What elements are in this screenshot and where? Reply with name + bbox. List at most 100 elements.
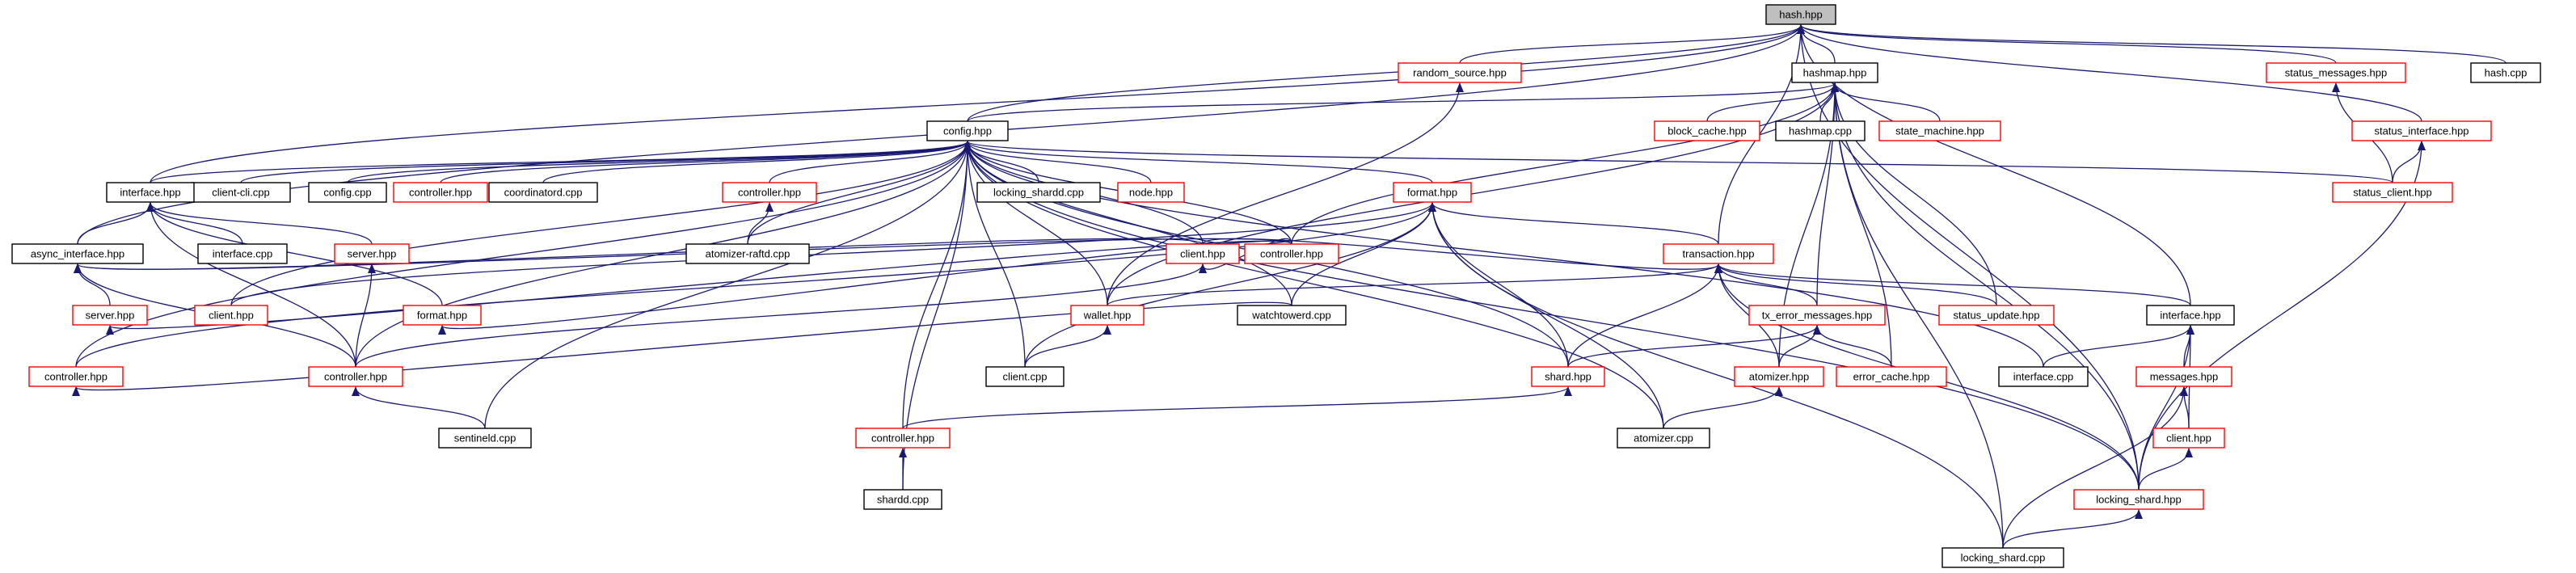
node-controller-hpp-5[interactable]: controller.hpp <box>308 366 403 387</box>
node-atomizer-hpp[interactable]: atomizer.hpp <box>1734 366 1824 387</box>
node-label: shard.hpp <box>1545 370 1592 382</box>
edge-interface-hpp-2-to-transaction-hpp <box>1714 263 2191 306</box>
edge-error-cache-hpp-to-tx-error-messages-hpp <box>1813 325 1892 368</box>
edge-watchtowerd-cpp-to-controller-hpp-4 <box>72 301 1292 397</box>
node-locking-shard-hpp[interactable]: locking_shard.hpp <box>2073 489 2204 510</box>
node-controller-hpp-6[interactable]: controller.hpp <box>855 428 951 449</box>
node-label: wallet.hpp <box>1083 309 1132 321</box>
node-transaction-hpp[interactable]: transaction.hpp <box>1663 243 1774 264</box>
edge-client-cpp-to-config-hpp <box>963 141 1026 368</box>
edge-coordinatord-cpp-to-config-hpp <box>542 141 972 183</box>
node-status-messages-hpp[interactable]: status_messages.hpp <box>2266 62 2406 83</box>
node-box <box>1748 305 1886 326</box>
node-box <box>1775 120 1866 141</box>
node-label: state_machine.hpp <box>1895 124 1984 137</box>
node-wallet-hpp[interactable]: wallet.hpp <box>1070 305 1145 326</box>
node-box <box>403 305 482 326</box>
node-controller-hpp-3[interactable]: controller.hpp <box>1244 243 1339 264</box>
edge-controller-hpp-3-to-async-interface-hpp <box>74 238 1292 274</box>
node-random-source-hpp[interactable]: random_source.hpp <box>1398 62 1522 83</box>
edge-controller-hpp-3-to-server-hpp-2 <box>106 240 1292 335</box>
node-label: locking_shard.cpp <box>1961 551 2046 563</box>
node-controller-hpp-4[interactable]: controller.hpp <box>28 366 124 387</box>
node-server-hpp-1[interactable]: server.hpp <box>334 243 410 264</box>
node-client-hpp-1[interactable]: client.hpp <box>1166 243 1240 264</box>
node-locking-shardd-cpp[interactable]: locking_shardd.cpp <box>976 182 1101 203</box>
node-format-hpp-1[interactable]: format.hpp <box>1393 182 1472 203</box>
node-label: async_interface.hpp <box>31 247 124 259</box>
node-interface-cpp-1[interactable]: interface.cpp <box>197 243 288 264</box>
edge-wallet-hpp-to-transaction-hpp <box>1107 263 1722 306</box>
node-server-hpp-2[interactable]: server.hpp <box>72 305 148 326</box>
edge-sentineld-cpp-to-controller-hpp-5 <box>352 386 486 429</box>
node-label: format.hpp <box>417 309 467 321</box>
node-label: shardd.cpp <box>877 493 929 505</box>
node-async-interface-hpp[interactable]: async_interface.hpp <box>11 243 144 264</box>
edge-atomizer-raftd-cpp-to-controller-hpp-2 <box>747 202 774 245</box>
node-error-cache-hpp[interactable]: error_cache.hpp <box>1836 366 1947 387</box>
node-shard-hpp[interactable]: shard.hpp <box>1531 366 1605 387</box>
node-box <box>1791 62 1878 83</box>
edge-config-cpp-to-config-hpp <box>347 141 972 183</box>
edge-config-hpp-to-hashmap-hpp <box>967 82 1839 122</box>
node-state-machine-hpp[interactable]: state_machine.hpp <box>1878 120 2001 141</box>
node-box <box>863 489 942 510</box>
edge-hash-cpp-to-hash-hpp <box>1797 24 2506 64</box>
node-label: atomizer.cpp <box>1634 432 1693 444</box>
edge-atomizer-cpp-to-format-hpp-1 <box>1428 202 1664 429</box>
node-hashmap-cpp[interactable]: hashmap.cpp <box>1775 120 1866 141</box>
node-watchtowerd-cpp[interactable]: watchtowerd.cpp <box>1237 305 1347 326</box>
node-node-hpp[interactable]: node.hpp <box>1117 182 1185 203</box>
node-block-cache-hpp[interactable]: block_cache.hpp <box>1654 120 1760 141</box>
node-interface-hpp-2[interactable]: interface.hpp <box>2146 305 2235 326</box>
node-atomizer-cpp[interactable]: atomizer.cpp <box>1617 428 1710 449</box>
node-client-hpp-3[interactable]: client.hpp <box>2152 428 2225 449</box>
node-interface-hpp-1[interactable]: interface.hpp <box>106 182 195 203</box>
edge-messages-hpp-to-interface-hpp-2 <box>2183 325 2194 368</box>
node-config-hpp[interactable]: config.hpp <box>926 120 1009 141</box>
node-box <box>191 182 291 203</box>
node-status-client-hpp[interactable]: status_client.hpp <box>2332 182 2453 203</box>
edge-layer <box>72 24 2506 549</box>
node-format-hpp-2[interactable]: format.hpp <box>403 305 482 326</box>
node-label: status_update.hpp <box>1954 309 2040 321</box>
edge-client-hpp-2-to-config-hpp <box>230 141 972 306</box>
node-hash-cpp[interactable]: hash.cpp <box>2470 62 2541 83</box>
node-shardd-cpp[interactable]: shardd.cpp <box>863 489 942 510</box>
node-box <box>488 182 598 203</box>
edge-locking-shard-cpp-to-locking-shard-hpp <box>2002 509 2143 549</box>
node-config-cpp[interactable]: config.cpp <box>308 182 387 203</box>
node-atomizer-raftd-cpp[interactable]: atomizer-raftd.cpp <box>685 243 810 264</box>
node-client-cpp[interactable]: client.cpp <box>985 366 1065 387</box>
node-sentineld-cpp[interactable]: sentineld.cpp <box>438 428 532 449</box>
node-box <box>2146 305 2235 326</box>
edge-state-machine-hpp-to-hashmap-hpp <box>1831 82 1941 122</box>
node-box <box>438 428 532 449</box>
node-hashmap-hpp[interactable]: hashmap.hpp <box>1791 62 1878 83</box>
edge-controller-hpp-5-to-interface-hpp-1 <box>146 202 356 368</box>
node-client-cli-cpp[interactable]: client-cli.cpp <box>191 182 291 203</box>
node-hash-hpp[interactable]: hash.hpp <box>1765 4 1836 25</box>
node-status-update-hpp[interactable]: status_update.hpp <box>1938 305 2055 326</box>
node-interface-cpp-2[interactable]: interface.cpp <box>1998 366 2089 387</box>
node-label: config.cpp <box>323 186 371 198</box>
edge-watchtowerd-cpp-to-config-hpp <box>963 141 1292 306</box>
edge-controller-hpp-3-to-hashmap-hpp <box>1291 82 1839 245</box>
node-tx-error-messages-hpp[interactable]: tx_error_messages.hpp <box>1748 305 1886 326</box>
edge-locking-shard-hpp-to-hash-hpp <box>1797 24 2140 491</box>
node-box <box>1654 120 1760 141</box>
node-locking-shard-cpp[interactable]: locking_shard.cpp <box>1941 547 2064 568</box>
node-messages-hpp[interactable]: messages.hpp <box>2135 366 2232 387</box>
node-label: watchtowerd.cpp <box>1251 309 1331 321</box>
node-box <box>2332 182 2453 203</box>
node-label: server.hpp <box>348 247 397 259</box>
node-coordinatord-cpp[interactable]: coordinatord.cpp <box>488 182 598 203</box>
node-controller-hpp-2[interactable]: controller.hpp <box>722 182 817 203</box>
node-box <box>1070 305 1145 326</box>
node-client-hpp-2[interactable]: client.hpp <box>194 305 268 326</box>
node-label: hash.cpp <box>2485 66 2528 78</box>
node-controller-hpp-1[interactable]: controller.hpp <box>393 182 488 203</box>
node-box <box>11 243 144 264</box>
edge-block-cache-hpp-to-hashmap-hpp <box>1706 82 1839 122</box>
node-status-interface-hpp[interactable]: status_interface.hpp <box>2351 120 2492 141</box>
